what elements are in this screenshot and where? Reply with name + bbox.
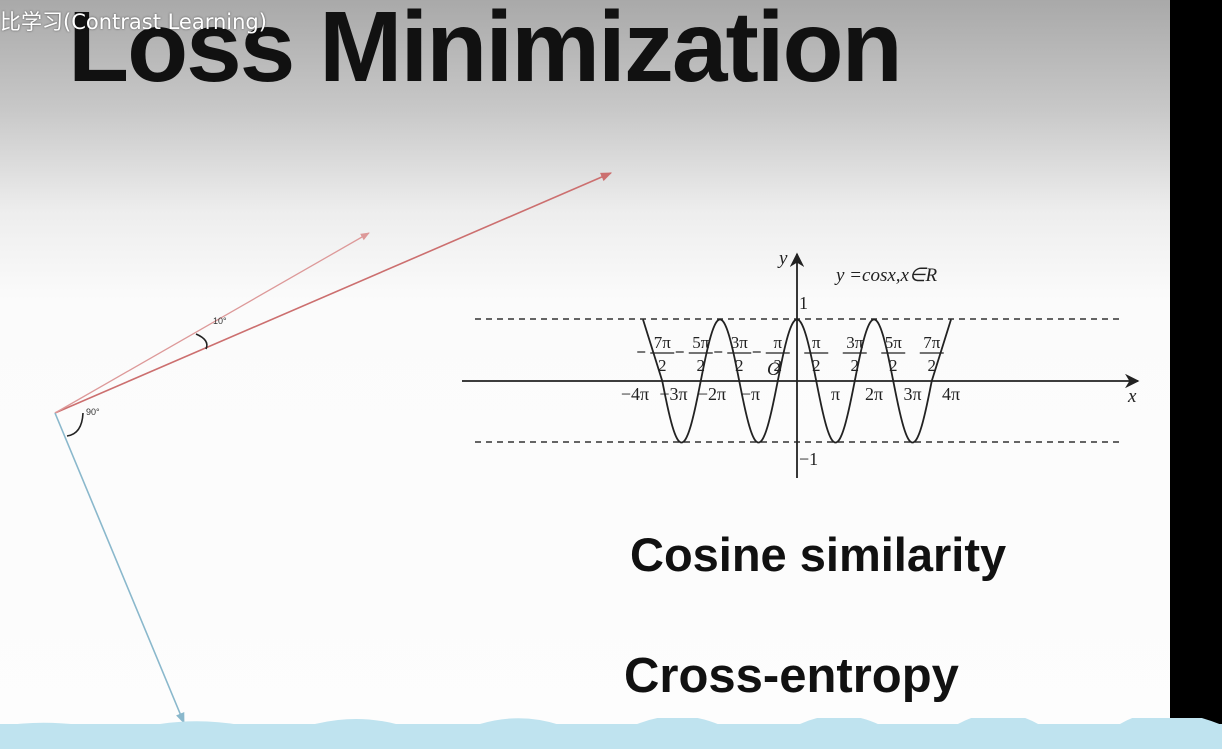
cross-entropy-label: Cross-entropy [624,649,959,703]
x-tick-label: 4π [942,384,960,404]
cosine-curve [642,318,952,444]
fraction-numerator: 7π [923,333,941,352]
right-angle-arc [66,412,84,437]
fraction-denominator: 2 [889,356,898,375]
x-tick-label: π [831,384,840,404]
right-angle-label: 90° [86,407,100,417]
y-tick-minus-one: −1 [799,449,818,469]
slide: Loss Minimization 比学习(Contrast Learning)… [0,0,1170,749]
fraction-numerator: 3π [846,333,864,352]
x-tick-label: 2π [865,384,883,404]
y-axis-label: y [777,248,788,269]
fraction-denominator: 2 [851,356,860,375]
x-tick-label: 3π [903,384,921,404]
x-axis-label: x [1127,386,1137,407]
vector-c-arrow [54,412,185,725]
vector-a-arrow [54,172,613,414]
slide-title: Loss Minimization [68,0,903,103]
x-tick-label: −3π [659,384,687,404]
video-caption: 比学习(Contrast Learning) [0,10,267,34]
x-tick-label: −π [741,384,760,404]
origin-label: O [767,359,781,380]
fraction-denominator: 2 [928,356,937,375]
fraction-denominator: 2 [774,356,783,375]
fraction-numerator: 3π [731,333,749,352]
fraction-numerator: 7π [654,333,672,352]
cosine-similarity-label: Cosine similarity [630,528,1007,581]
fraction-numerator: π [812,333,821,352]
x-tick-label: −2π [698,384,726,404]
vector-b-arrow [54,232,370,414]
fraction-denominator: 2 [812,356,821,375]
fraction-numerator: 5π [885,333,903,352]
equation-label: y =cosx,x∈R [834,265,937,286]
small-angle-label: 10° [213,316,227,326]
fraction-numerator: 5π [692,333,710,352]
fraction-denominator: 2 [658,356,667,375]
vector-diagram: 10° 90° [54,172,613,725]
fraction-numerator: π [773,333,782,352]
x-tick-label: −4π [621,384,649,404]
bottom-strip [0,718,1222,749]
small-angle-arc [195,333,208,350]
fraction-denominator: 2 [697,356,706,375]
fraction-denominator: 2 [735,356,744,375]
y-tick-one: 1 [799,293,808,313]
